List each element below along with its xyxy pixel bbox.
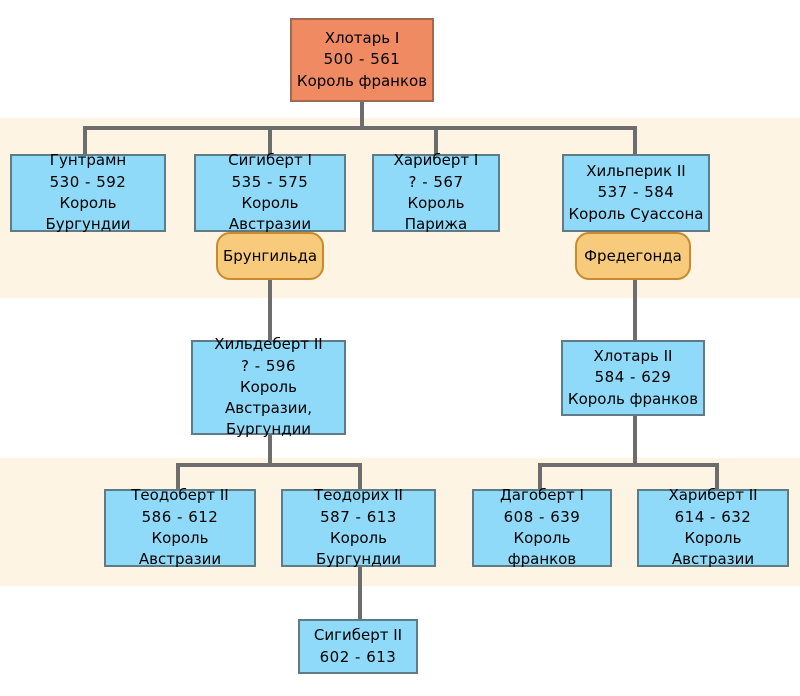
person-name: Гунтрамн: [49, 151, 127, 170]
connector-gen4-bus-right: [538, 463, 719, 467]
person-node-guntram[interactable]: Гунтрамн 530 - 592 Король Бургундии: [10, 151, 166, 233]
person-node-charibert-2[interactable]: Хариберт II 614 - 632 Король Австразии: [637, 486, 789, 568]
person-name: Хильдеберт II: [214, 335, 323, 354]
person-name: Теодорих II: [314, 486, 403, 505]
person-title: Король Бургундии: [45, 194, 131, 234]
connector-root-down: [360, 102, 364, 128]
person-years: ? - 596: [240, 356, 297, 375]
person-title: Король франков: [567, 389, 699, 408]
person-node-chlothar-1[interactable]: Хлотарь I 500 - 561 Король франков: [290, 18, 434, 102]
person-title: Король Бургундии: [315, 529, 402, 569]
spouse-name: Фредегонда: [584, 247, 682, 265]
person-node-dagobert-1[interactable]: Дагоберт I 608 - 639 Король франков: [472, 486, 612, 568]
person-title: Король Суассона: [568, 204, 704, 223]
person-name: Хлотарь II: [593, 347, 673, 366]
connector-drop-theuderic-2: [358, 463, 362, 489]
person-title: Король Австразии: [138, 529, 222, 569]
connector-childebert-down: [268, 435, 272, 465]
person-years: 602 - 613: [319, 647, 397, 666]
person-title: Король Австразии: [228, 194, 312, 234]
connector-drop-sigebert-1: [268, 126, 272, 154]
person-node-charibert-1[interactable]: Хариберт I ? - 567 Король Парижа: [372, 151, 500, 233]
person-years: 584 - 629: [594, 368, 672, 387]
person-name: Хариберт II: [668, 486, 758, 505]
connector-drop-charibert-1: [434, 126, 438, 154]
person-name: Сигиберт I: [228, 151, 312, 170]
person-title: Король франков: [296, 71, 428, 90]
person-node-sigebert-2[interactable]: Сигиберт II 602 - 613: [298, 619, 418, 674]
connector-brunhilda-to-childebert: [268, 278, 272, 340]
person-title: Король Парижа: [404, 194, 468, 234]
person-title: Король Австразии,: [224, 377, 313, 418]
person-node-childebert-2[interactable]: Хильдеберт II ? - 596 Король Австразии, …: [191, 335, 346, 438]
connector-drop-charibert-2: [715, 463, 719, 489]
connector-chlothar2-down: [633, 416, 637, 465]
person-years: ? - 567: [408, 172, 464, 191]
person-node-theuderic-2[interactable]: Теодорих II 587 - 613 Король Бургундии: [281, 486, 436, 568]
person-node-chilperic-2[interactable]: Хильперик II 537 - 584 Король Суассона: [562, 154, 710, 232]
spouse-name: Брунгильда: [222, 247, 318, 265]
spouse-node-fredegund[interactable]: Фредегонда: [575, 232, 691, 280]
person-node-chlothar-2[interactable]: Хлотарь II 584 - 629 Король франков: [561, 340, 705, 416]
connector-drop-guntram: [83, 126, 87, 154]
person-title: Король Австразии: [671, 529, 755, 569]
connector-gen4-bus-left: [176, 463, 362, 467]
person-years: 535 - 575: [231, 172, 309, 191]
person-name: Сигиберт II: [313, 626, 403, 645]
person-name: Хариберт I: [393, 151, 479, 170]
spouse-node-brunhilda[interactable]: Брунгильда: [216, 232, 324, 280]
person-years: 614 - 632: [674, 507, 752, 526]
person-title: Король франков: [507, 529, 577, 569]
connector-fredegund-to-chlothar2: [633, 278, 637, 340]
person-years: 587 - 613: [320, 507, 397, 526]
person-name: Теодоберт II: [131, 486, 229, 505]
connector-drop-theudebert-2: [176, 463, 180, 489]
person-title-line2: Бургундии: [225, 420, 312, 439]
person-name: Хлотарь I: [324, 29, 400, 48]
person-years: 537 - 584: [597, 183, 675, 202]
connector-drop-dagobert-1: [538, 463, 542, 489]
person-years: 586 - 612: [141, 507, 219, 526]
person-years: 500 - 561: [323, 50, 401, 69]
person-node-theudebert-2[interactable]: Теодоберт II 586 - 612 Король Австразии: [104, 486, 256, 568]
person-node-sigebert-1[interactable]: Сигиберт I 535 - 575 Король Австразии: [194, 151, 346, 233]
person-name: Дагоберт I: [500, 486, 584, 505]
person-years: 530 - 592: [49, 172, 127, 191]
connector-gen2-bus: [83, 126, 637, 130]
connector-theuderic2-to-sigebert2: [358, 567, 362, 619]
person-name: Хильперик II: [586, 162, 686, 181]
person-years: 608 - 639: [503, 507, 581, 526]
connector-drop-chilperic-2: [633, 126, 637, 154]
